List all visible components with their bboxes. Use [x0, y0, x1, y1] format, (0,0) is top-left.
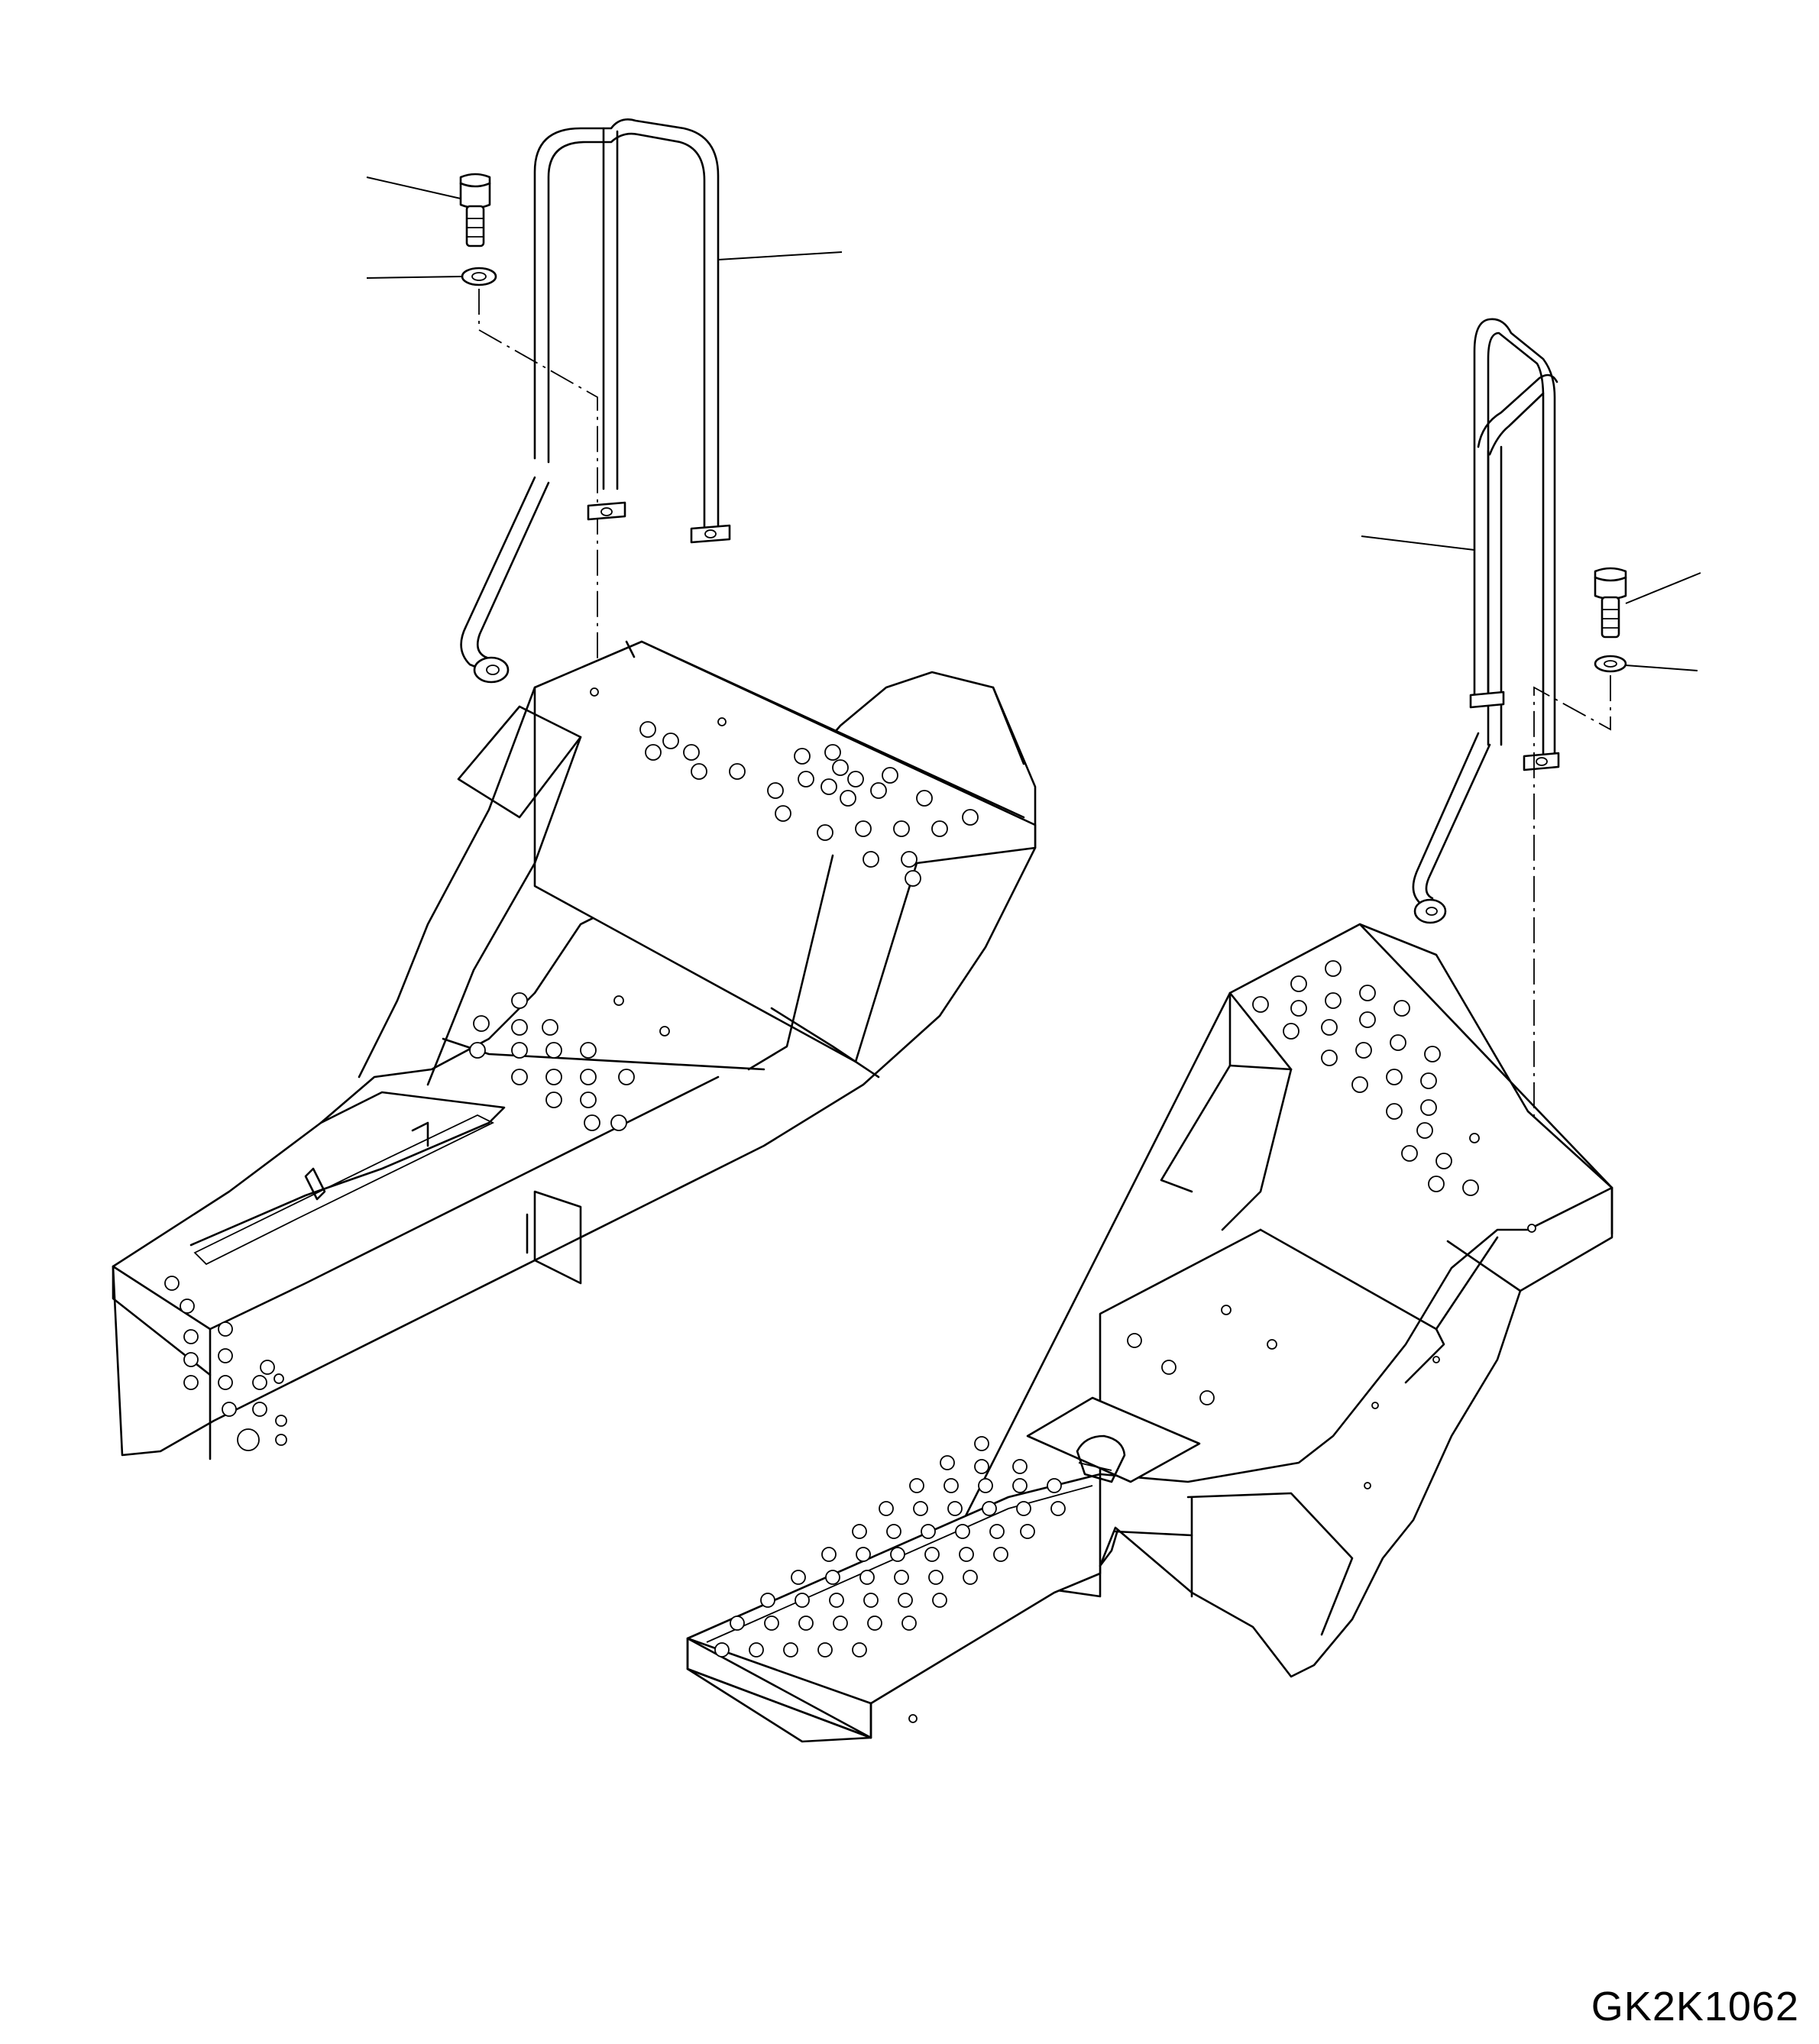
left-washer-icon	[461, 267, 497, 286]
left-step-assembly-icon	[112, 640, 1037, 1460]
right-handrail-icon	[1412, 318, 1560, 924]
right-handrail-leader	[1361, 535, 1475, 551]
left-washer-leader	[366, 276, 462, 279]
left-bolt-leader	[366, 176, 461, 199]
left-handrail-icon	[460, 118, 731, 684]
left-handrail-leader	[717, 251, 843, 260]
right-step-assembly-icon	[686, 923, 1613, 1743]
drawing-code-label: GK2K1062	[1591, 1984, 1799, 2029]
right-bolt-centerline	[1533, 675, 1611, 1230]
right-washer-icon	[1594, 655, 1627, 673]
right-bolt-icon	[1594, 567, 1627, 639]
right-washer-leader	[1625, 665, 1698, 671]
right-bolt-leader	[1625, 572, 1701, 604]
left-bolt-centerline	[478, 289, 598, 691]
left-bolt-icon	[459, 173, 491, 247]
